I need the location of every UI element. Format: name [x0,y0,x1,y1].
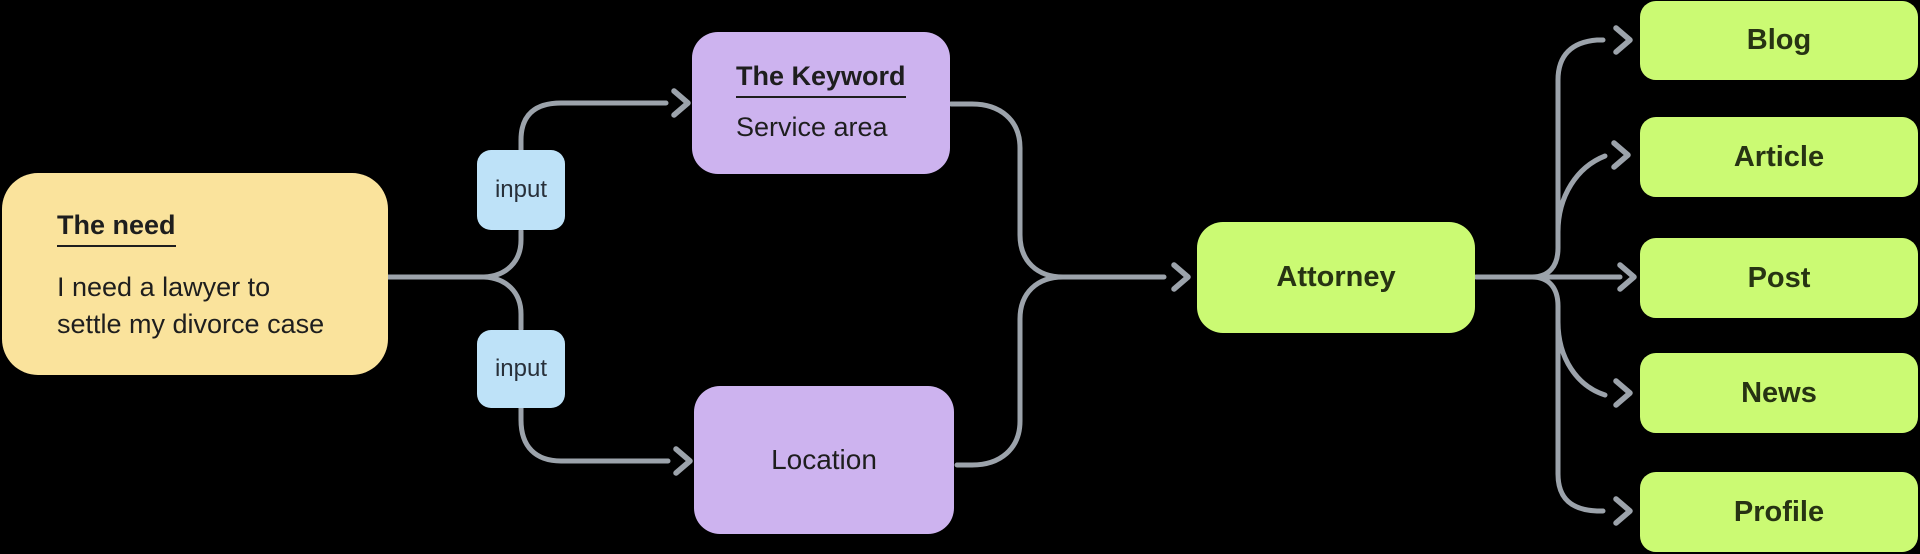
keyword-node: The Keyword Service area [692,32,950,174]
input-bottom-label: input [494,355,548,382]
blog-arrowhead-icon [1613,25,1633,55]
output-label-blog: Blog [1746,24,1812,56]
need-text-line2: settle my divorce case [57,309,325,339]
output-label-news: News [1741,376,1817,409]
need-title: The need [57,209,176,247]
output-node-profile: Profile [1640,472,1918,552]
news-arrowhead-icon [1613,378,1633,408]
output-label-article: Article [1733,140,1825,173]
edge-input-location [518,404,671,464]
edge-attorney-news [1555,319,1608,398]
need-node: The need I need a lawyer to settle my di… [2,173,388,375]
input-node-top: input [477,150,565,230]
post-arrowhead-icon [1617,262,1637,292]
edge-attorney-profile [1529,274,1606,514]
edge-location-attorney [954,274,1066,468]
input-top-label: input [494,176,548,203]
keyword-subtitle: Service area [736,112,888,142]
need-text-line1: I need a lawyer to [57,272,271,302]
location-arrowhead-icon [673,446,693,476]
keyword-title: The Keyword [736,60,906,98]
location-label: Location [771,444,877,475]
output-node-blog: Blog [1640,1,1918,80]
edge-split-input-top [481,228,524,280]
keyword-arrowhead-icon [671,88,691,118]
input-node-bottom: input [477,330,565,408]
article-arrowhead-icon [1611,140,1631,170]
output-label-post: Post [1747,261,1811,294]
edge-split-input-bottom [481,274,524,332]
output-label-profile: Profile [1733,495,1825,528]
location-node: Location [694,386,954,534]
attorney-arrowhead-icon [1171,262,1191,292]
attorney-label: Attorney [1276,261,1396,293]
edge-attorney-blog [1529,37,1606,280]
output-node-news: News [1640,353,1918,433]
edge-attorney-article [1555,153,1608,235]
edge-input-keyword [518,100,669,154]
attorney-node: Attorney [1197,222,1475,333]
output-node-post: Post [1640,238,1918,318]
edge-keyword-attorney [948,101,1167,280]
output-node-article: Article [1640,117,1918,197]
profile-arrowhead-icon [1613,496,1633,526]
